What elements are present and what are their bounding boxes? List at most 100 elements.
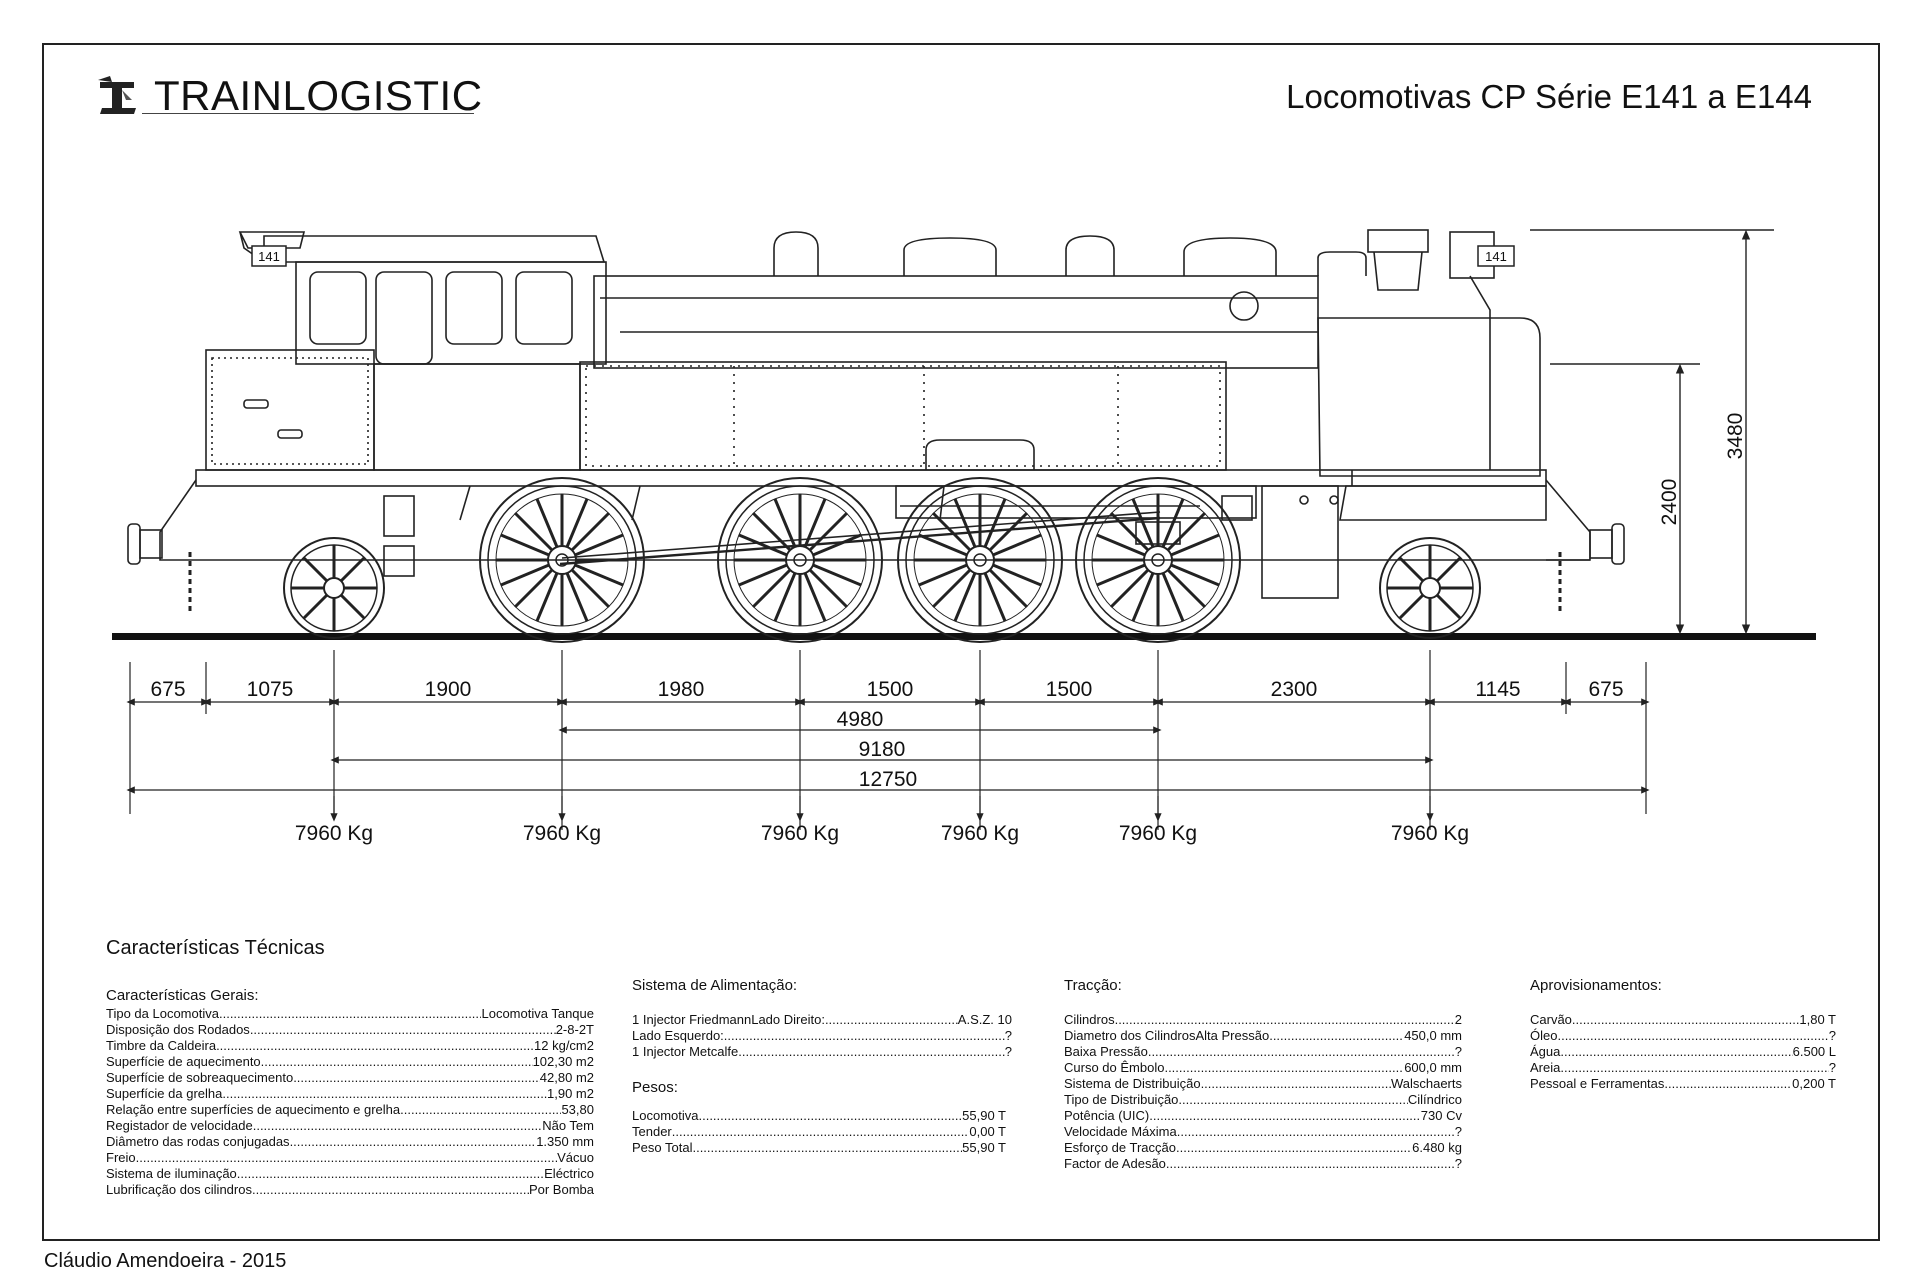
spec-row: Óleo ? <box>1530 1028 1836 1044</box>
spec-row: Sistema de iluminaçãoEléctrico <box>106 1166 594 1182</box>
dim-label-12750: 12750 <box>859 768 917 791</box>
spec-row: Tipo da LocomotivaLocomotiva Tanque <box>106 1006 594 1022</box>
spec-value: ? <box>1454 1124 1462 1139</box>
spec-row: Lubrificação dos cilindrosPor Bomba <box>106 1182 594 1198</box>
spec-leader-dots <box>1269 1028 1404 1044</box>
spec-leader-dots <box>252 1182 529 1198</box>
height-dimensions <box>1530 229 1774 635</box>
page-title: Locomotivas CP Série E141 a E144 <box>1286 78 1812 115</box>
spec-row: Velocidade Máxima ? <box>1064 1124 1462 1140</box>
axle-load-label: 7960 Kg <box>295 822 373 845</box>
svg-text:141: 141 <box>1485 249 1507 264</box>
traccao-title: Tracção: <box>1064 977 1122 994</box>
spec-leader-dots <box>1148 1044 1455 1060</box>
spec-leader-dots <box>724 1028 1005 1044</box>
spec-label: 1 Injector Metcalfe <box>632 1044 739 1059</box>
spec-leader-dots <box>1166 1156 1455 1172</box>
spec-leader-dots <box>1176 1140 1412 1156</box>
spec-row: Factor de Adesão ? <box>1064 1156 1462 1172</box>
spec-value: 6.480 kg <box>1412 1140 1462 1155</box>
spec-label: Potência (UIC) <box>1064 1108 1150 1123</box>
spec-label: 1 Injector FriedmannLado Direito: <box>632 1012 825 1027</box>
spec-row: Areia? <box>1530 1060 1836 1076</box>
spec-leader-dots <box>253 1118 542 1134</box>
spec-label: Sistema de Distribuição <box>1064 1076 1201 1091</box>
spec-label: Óleo <box>1530 1028 1558 1043</box>
spec-leader-dots <box>1560 1060 1828 1076</box>
spec-row: Lado Esquerdo: ? <box>632 1028 1012 1044</box>
spec-row: Potência (UIC)730 Cv <box>1064 1108 1462 1124</box>
aprovisionamentos-title: Aprovisionamentos: <box>1530 977 1662 994</box>
spec-leader-dots <box>1664 1076 1792 1092</box>
brand-name: TRAINLOGISTIC <box>154 72 483 119</box>
spec-value: Locomotiva Tanque <box>481 1006 594 1021</box>
axle-load-label: 7960 Kg <box>1119 822 1197 845</box>
spec-row: 1 Injector FriedmannLado Direito: A.S.Z.… <box>632 1012 1012 1028</box>
spec-leader-dots <box>219 1006 482 1022</box>
spec-label: Lado Esquerdo: <box>632 1028 724 1043</box>
dim-label: 1075 <box>247 678 294 701</box>
dim-label: 675 <box>150 678 185 701</box>
spec-label: Superfície da grelha <box>106 1086 223 1101</box>
spec-label: Superfície de sobreaquecimento <box>106 1070 294 1085</box>
spec-row: 1 Injector Metcalfe ? <box>632 1044 1012 1060</box>
spec-value: 42,80 m2 <box>539 1070 594 1085</box>
spec-row: Superfície da grelha1,90 m2 <box>106 1086 594 1102</box>
spec-row: Diâmetro das rodas conjugadas1.350 mm <box>106 1134 594 1150</box>
spec-leader-dots <box>672 1124 970 1140</box>
spec-label: Curso do Êmbolo <box>1064 1060 1165 1075</box>
spec-leader-dots <box>136 1150 558 1166</box>
length-dimensions <box>126 650 1650 830</box>
spec-value: Eléctrico <box>544 1166 594 1181</box>
spec-value: 2 <box>1454 1012 1462 1027</box>
spec-row: Superfície de sobreaquecimento 42,80 m2 <box>106 1070 594 1086</box>
spec-value: 0,00 T <box>969 1124 1006 1139</box>
spec-value: Cilíndrico <box>1407 1092 1462 1107</box>
spec-label: Relação entre superfícies de aquecimento… <box>106 1102 401 1117</box>
spec-row: Registador de velocidadeNão Tem <box>106 1118 594 1134</box>
spec-label: Peso Total <box>632 1140 693 1155</box>
spec-label: Diâmetro das rodas conjugadas <box>106 1134 290 1149</box>
dim-label: 2300 <box>1271 678 1318 701</box>
height-total-label: 3480 <box>1724 413 1747 460</box>
spec-row: Tipo de DistribuiçãoCilíndrico <box>1064 1092 1462 1108</box>
spec-leader-dots <box>1177 1124 1455 1140</box>
author-credit: Cláudio Amendoeira - 2015 <box>44 1250 287 1272</box>
rail <box>112 633 1816 640</box>
spec-leader-dots <box>692 1140 962 1156</box>
spec-leader-dots <box>738 1044 1005 1060</box>
pesos-title: Pesos: <box>632 1079 678 1096</box>
spec-label: Cilindros <box>1064 1012 1115 1027</box>
spec-leader-dots <box>698 1108 962 1124</box>
spec-label: Carvão <box>1530 1012 1572 1027</box>
spec-row: Cilindros 2 <box>1064 1012 1462 1028</box>
spec-value: Vácuo <box>557 1150 594 1165</box>
spec-row: Disposição dos Rodados2-8-2T <box>106 1022 594 1038</box>
spec-leader-dots <box>1560 1044 1792 1060</box>
spec-value: 12 kg/cm2 <box>534 1038 594 1053</box>
spec-label: Baixa Pressão <box>1064 1044 1148 1059</box>
spec-row: Peso Total55,90 T <box>632 1140 1006 1156</box>
locomotive-body <box>127 229 1625 612</box>
spec-row: Curso do Êmbolo600,0 mm <box>1064 1060 1462 1076</box>
spec-leader-dots <box>261 1054 533 1070</box>
spec-leader-dots <box>825 1012 958 1028</box>
spec-label: Registador de velocidade <box>106 1118 253 1133</box>
brand-underline <box>142 113 474 114</box>
spec-row: Tender0,00 T <box>632 1124 1006 1140</box>
spec-label: Esforço de Tracção <box>1064 1140 1176 1155</box>
leading-wheel <box>1378 536 1482 640</box>
spec-row: FreioVácuo <box>106 1150 594 1166</box>
spec-leader-dots <box>222 1086 547 1102</box>
traccao-list: Cilindros2Diametro dos CilindrosAlta Pre… <box>1064 1012 1462 1172</box>
spec-leader-dots <box>400 1102 561 1118</box>
dim-label: 1500 <box>1046 678 1093 701</box>
spec-value: 1,80 T <box>1799 1012 1836 1027</box>
drawing-frame <box>42 43 1880 1241</box>
spec-value: ? <box>1004 1028 1012 1043</box>
spec-row: Timbre da Caldeira12 kg/cm2 <box>106 1038 594 1054</box>
trainlogistic-logo-icon <box>98 76 136 114</box>
